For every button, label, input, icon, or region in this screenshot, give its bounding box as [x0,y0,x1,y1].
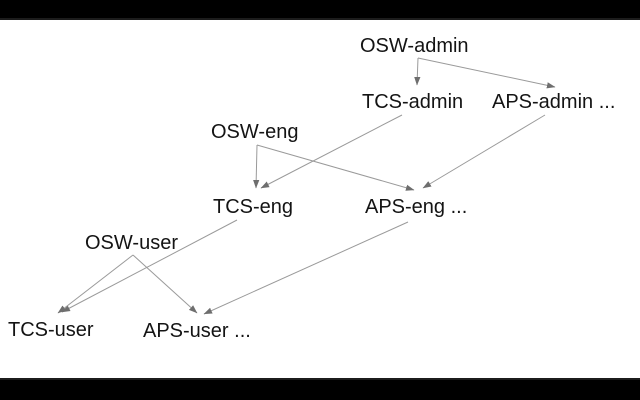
node-label-aps-user: APS-user ... [143,320,251,342]
edge-aps-admin-to-aps-eng [422,114,546,189]
letterbox-bottom-bar [0,378,640,400]
edge-group [57,57,556,315]
edge-osw-eng-to-tcs-eng [253,144,260,189]
edge-osw-user-to-aps-user [132,254,198,314]
node-label-osw-user: OSW-user [85,232,178,254]
edge-osw-eng-to-aps-eng [256,144,415,191]
node-label-aps-eng: APS-eng ... [365,196,468,218]
edge-aps-eng-to-aps-user [203,221,409,315]
slide-canvas [0,18,640,380]
edge-osw-admin-to-tcs-admin [414,57,421,86]
edge-osw-user-to-tcs-user [57,254,134,314]
node-label-tcs-user: TCS-user [8,319,94,341]
node-label-aps-admin: APS-admin ... [492,91,616,113]
letterbox-top-bar [0,0,640,20]
node-label-tcs-eng: TCS-eng [213,196,294,218]
edge-osw-admin-to-aps-admin [417,57,556,89]
edge-tcs-admin-to-tcs-eng [260,114,403,189]
node-label-osw-admin: OSW-admin [360,35,469,57]
edge-tcs-eng-to-tcs-user [61,219,238,313]
node-label-tcs-admin: TCS-admin [362,91,464,113]
node-label-osw-eng: OSW-eng [211,121,299,143]
